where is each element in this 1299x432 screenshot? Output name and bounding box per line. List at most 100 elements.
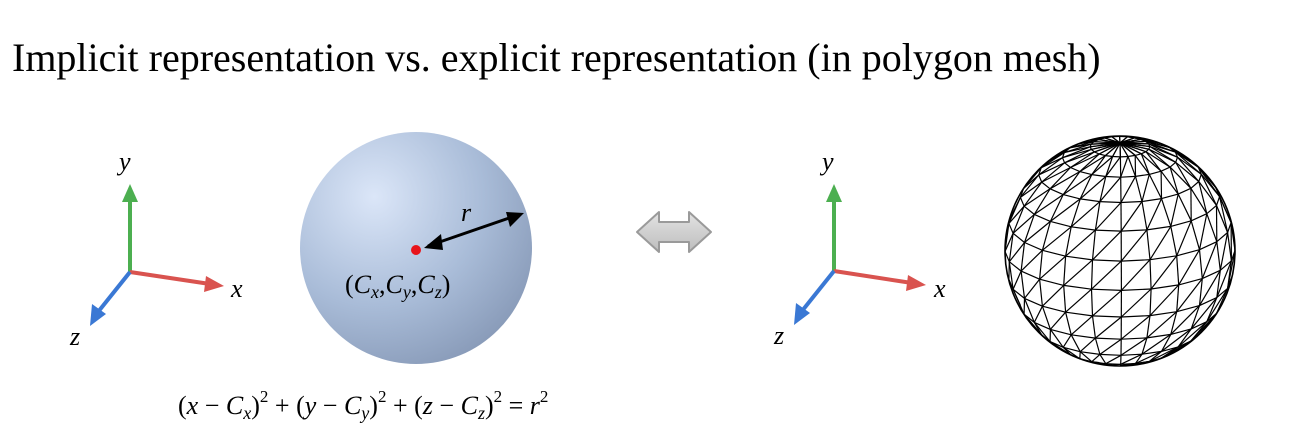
mesh-edge [1119,142,1142,155]
mesh-edge [1199,297,1218,307]
mesh-edge [1049,167,1071,190]
y-axis-label: y [116,147,131,176]
mesh-edge [1198,181,1208,214]
mesh-edge [1038,157,1063,176]
mesh-edge [1206,213,1218,242]
z-axis [96,270,132,314]
mesh-edge [1120,176,1137,203]
mesh-edge [1092,315,1122,318]
mesh-edge [1105,156,1121,177]
mesh-edge [1091,174,1106,178]
mesh-edge [1105,156,1114,177]
mesh-edge [1198,181,1217,206]
mesh-edge [1065,226,1072,257]
mesh-edge [1146,315,1151,338]
mesh-edge [1024,278,1041,299]
mesh-edge [1065,288,1092,313]
mesh-edge [1105,142,1121,157]
mesh-edge [1064,143,1092,154]
mesh-edge [1198,269,1221,306]
mesh-edge [1065,311,1093,317]
mesh-edge [1020,181,1043,198]
mesh-edge [1099,153,1106,157]
mesh-edge [1012,289,1021,306]
mesh-edge [1064,151,1095,164]
mesh-edge [1079,171,1092,176]
mesh-edge [1064,162,1071,168]
mesh-edge [1176,220,1192,257]
mesh-edge [1008,205,1025,224]
mesh-edge [1041,221,1051,251]
mesh-edge [1135,153,1142,156]
mesh-edge [1041,306,1051,330]
mesh-edge [1079,174,1093,200]
mesh-edge [1177,156,1202,175]
mesh-edge [1012,213,1035,234]
mesh-edge [1111,136,1121,144]
mesh-edge [1112,142,1121,157]
mesh-edge [1042,249,1066,257]
mesh-edge [1219,196,1232,223]
mesh-edge [1119,142,1149,150]
mesh-edge [1012,232,1025,243]
implicit-sphere: r (Cx,Cy,Cz) [300,132,532,364]
mesh-edge [1004,233,1014,252]
mesh-edge [1170,193,1179,227]
mesh-edge [1020,270,1040,280]
mesh-edge [1161,328,1192,352]
mesh-edge [1063,346,1081,353]
mesh-edge [1160,170,1179,195]
mesh-edge [1119,142,1136,156]
mesh-edge [1042,305,1066,313]
mesh-edge [1049,329,1064,348]
mesh-edge [1161,193,1179,200]
mesh-edge [1177,156,1200,182]
mesh-edge [1090,289,1094,316]
mesh-edge [1034,213,1051,222]
mesh-edge [1041,166,1071,183]
mesh-edge [1206,204,1217,215]
mesh-edge [1094,337,1101,355]
mesh-edge [1206,297,1218,322]
mesh-edge [1135,350,1162,365]
mesh-edge [1149,255,1177,261]
mesh-edge [1121,288,1152,291]
z-axis-right-arrowhead [794,303,810,325]
mesh-edge [1095,337,1122,340]
mesh-edge [1160,334,1172,352]
mesh-edge [1148,148,1171,168]
mesh-edge [1063,194,1081,200]
mesh-edge [1042,226,1072,251]
mesh-edge [1135,173,1150,177]
mesh-edge [1019,174,1040,198]
mesh-edge [1216,260,1232,298]
mesh-edge [1141,151,1147,155]
mesh-edge [1176,255,1180,285]
mesh-edge [1091,361,1100,364]
mesh-edge [1071,334,1096,339]
mesh-edge [1127,154,1136,158]
mesh-edge [1070,201,1101,228]
mesh-edge [1049,188,1064,196]
x-axis [129,270,211,286]
mesh-edge [1200,174,1218,206]
mesh-edge [1177,328,1192,348]
z-axis-right-label: z [773,321,784,350]
mesh-edge [1099,338,1122,355]
mesh-edge [1120,229,1148,262]
mesh-edge [1038,162,1065,176]
mesh-edge [1190,187,1208,215]
mesh-edge [1148,350,1162,362]
mesh-edge [1170,220,1192,227]
mesh-edge [1134,155,1150,175]
mesh-edge [1038,174,1043,183]
x-axis-right-arrowhead [906,275,926,291]
mesh-edge [1033,322,1051,342]
x-axis-right [833,269,913,285]
mesh-edge [1190,321,1208,330]
mesh-edge [1104,137,1121,144]
mesh-edge [1071,226,1096,231]
mesh-edge [1219,232,1229,271]
mesh-edge [1062,334,1072,348]
